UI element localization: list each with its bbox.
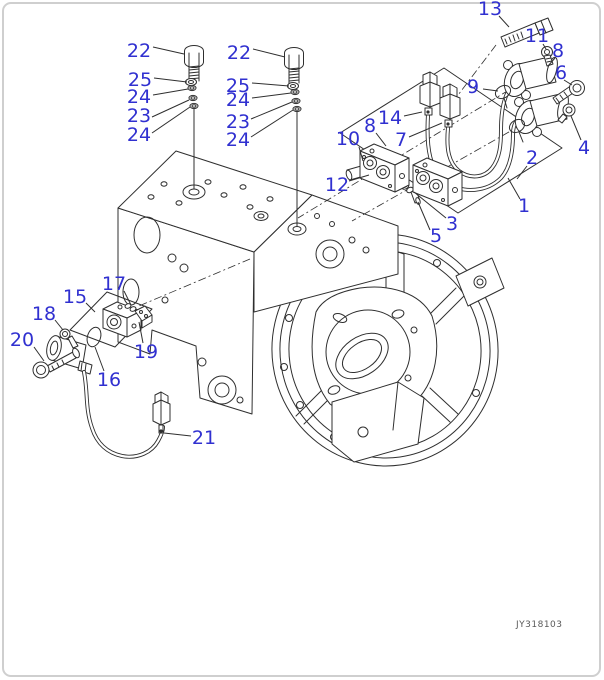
drawing-number: JY318103 (516, 620, 563, 630)
leader-line-24-4 (152, 107, 190, 133)
leader-line-24-7 (252, 93, 291, 98)
leader-line-5-24 (418, 202, 430, 230)
flywheel-housing (257, 219, 513, 480)
bolt-13 (501, 18, 553, 47)
seal-16 (85, 325, 104, 348)
part-callout-8-20[interactable]: 8 (364, 115, 376, 137)
leader-line-16-30 (95, 347, 104, 371)
part-callout-22-5[interactable]: 22 (227, 42, 251, 64)
part-callout-18-27[interactable]: 18 (32, 303, 56, 325)
part-callout-5-24[interactable]: 5 (430, 225, 442, 247)
part-callout-12-22[interactable]: 12 (325, 174, 349, 196)
leader-line-4-15 (571, 116, 581, 140)
connector-2 (440, 84, 460, 127)
pump-body (118, 151, 398, 414)
connector-1 (420, 72, 440, 115)
part-callout-24-9[interactable]: 24 (226, 129, 250, 151)
part-callout-22-0[interactable]: 22 (127, 40, 151, 62)
bolt-6 (553, 81, 585, 105)
leader-line-11-11 (543, 44, 546, 49)
leader-line-9-14 (483, 89, 498, 91)
hub-plate (312, 287, 437, 417)
leader-line-23-3 (152, 100, 189, 117)
leader-line-10-21 (359, 147, 363, 161)
part-callout-9-14[interactable]: 9 (467, 76, 479, 98)
leader-line-7-19 (409, 123, 442, 137)
part-callout-25-6[interactable]: 25 (226, 75, 250, 97)
part-callout-17-26[interactable]: 17 (102, 273, 126, 295)
part-callout-20-28[interactable]: 20 (10, 329, 34, 351)
bolt-22-right (285, 48, 304, 112)
part-callout-2-16[interactable]: 2 (526, 147, 538, 169)
part-callout-25-1[interactable]: 25 (128, 69, 152, 91)
bolt-20 (33, 347, 81, 378)
leader-line-15-25 (86, 303, 95, 312)
part-callout-24-4[interactable]: 24 (127, 124, 151, 146)
screw-18 (60, 329, 78, 348)
bracket-plate (70, 292, 152, 347)
callout-layer: 2225242324222524232413118694211478101235… (10, 0, 590, 449)
leader-line-23-8 (251, 102, 292, 119)
part-callout-8-12[interactable]: 8 (552, 40, 564, 62)
part-callout-23-8[interactable]: 23 (226, 111, 250, 133)
leader-line-24-2 (153, 89, 188, 95)
leader-line-22-0 (153, 47, 184, 54)
left-solenoid-assembly (33, 292, 170, 457)
seal-9b (507, 117, 527, 142)
leader-line-2-16 (517, 166, 527, 179)
leader-line-14-18 (404, 112, 422, 116)
bolt-alignment-lines (194, 109, 297, 226)
solenoid-valve-block-a (360, 144, 409, 192)
part-callout-16-30[interactable]: 16 (97, 369, 121, 391)
part-callout-1-17[interactable]: 1 (518, 195, 530, 217)
leader-line-25-6 (252, 83, 289, 86)
leader-line-8-12 (548, 58, 555, 66)
part-callout-4-15[interactable]: 4 (578, 137, 590, 159)
leader-line-8-20 (376, 133, 386, 146)
leader-line-17-26 (124, 291, 131, 305)
fittings-17-19 (124, 303, 152, 328)
leader-line-18-27 (55, 320, 63, 330)
leader-line-24-9 (251, 110, 293, 137)
part-callout-23-3[interactable]: 23 (127, 105, 151, 127)
leader-line-21-31 (164, 433, 191, 436)
connector-21 (153, 392, 170, 433)
leader-line-1-17 (508, 178, 520, 199)
part-callout-14-18[interactable]: 14 (378, 107, 402, 129)
part-callout-11-11[interactable]: 11 (525, 25, 549, 47)
leader-line-6-13 (564, 80, 572, 85)
seal-9a (493, 83, 513, 108)
leader-line-20-28 (34, 347, 44, 361)
pump-left-face (118, 208, 254, 414)
part-callout-13-10[interactable]: 13 (478, 0, 502, 20)
leader-line-25-1 (154, 78, 187, 82)
screw-4 (558, 104, 575, 123)
leader-line-12-22 (349, 175, 369, 181)
part-callout-24-2[interactable]: 24 (127, 86, 151, 108)
pump-top-face (118, 151, 312, 252)
part-callout-24-7[interactable]: 24 (226, 89, 250, 111)
part-callout-3-23[interactable]: 3 (446, 213, 458, 235)
part-callout-7-19[interactable]: 7 (395, 129, 407, 151)
housing-top-right-pad (456, 258, 504, 306)
bolt-22-left (185, 46, 204, 109)
leader-line-22-5 (253, 49, 285, 57)
leader-line-3-23 (414, 192, 446, 218)
part-callout-19-29[interactable]: 19 (134, 341, 158, 363)
leader-line-19-29 (139, 322, 143, 343)
leader-line-13-10 (499, 16, 509, 27)
part-callout-10-21[interactable]: 10 (336, 128, 360, 150)
solenoid-valve-block-b (413, 158, 462, 206)
part-callout-21-31[interactable]: 21 (192, 427, 216, 449)
part-callout-6-13[interactable]: 6 (555, 62, 567, 84)
part-callout-15-25[interactable]: 15 (63, 286, 87, 308)
